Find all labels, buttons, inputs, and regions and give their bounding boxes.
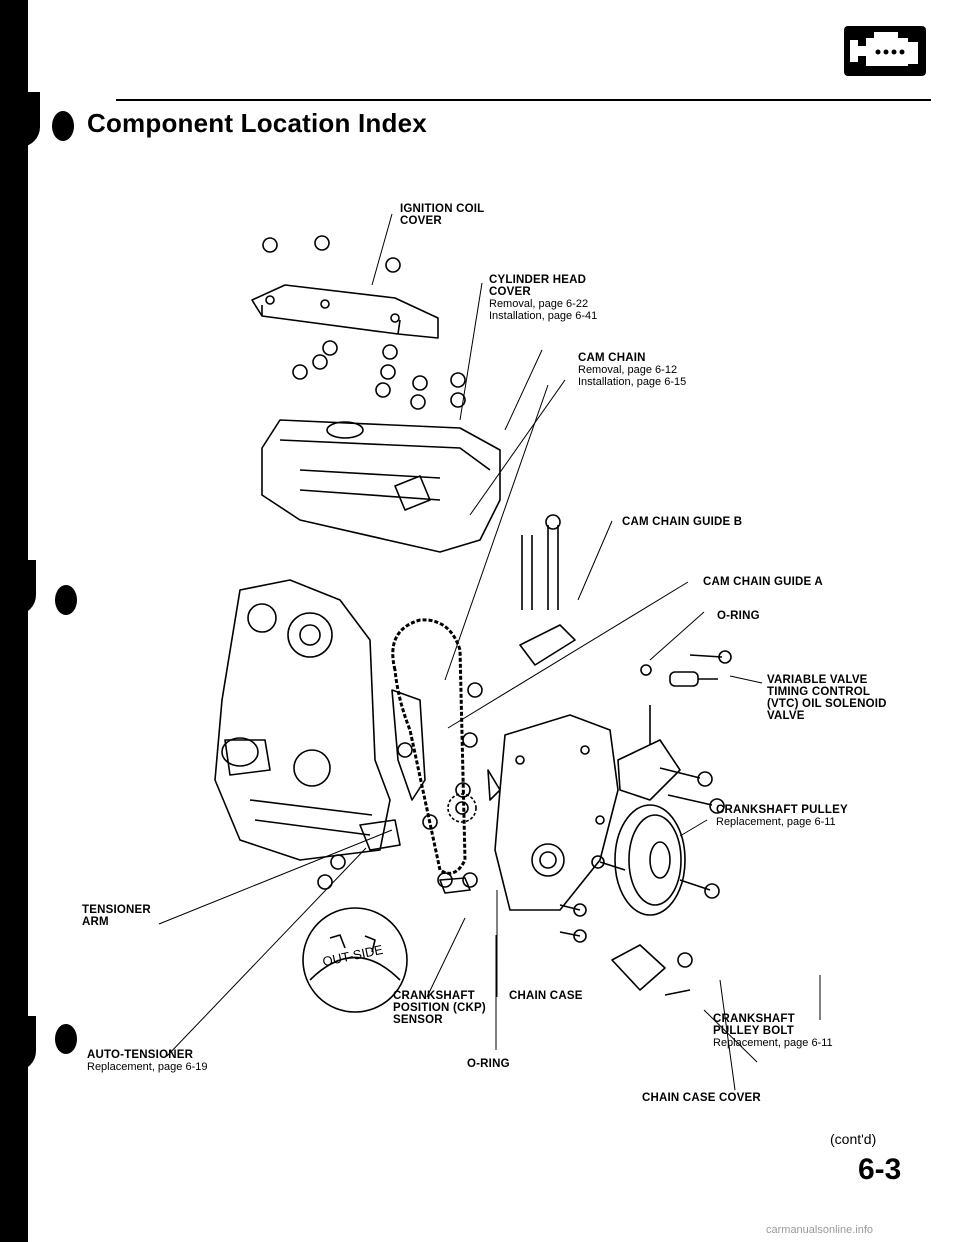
crankshaft-sprocket bbox=[447, 769, 501, 823]
vtc-bracket bbox=[617, 739, 681, 801]
engine-section-icon bbox=[844, 26, 926, 76]
spine-tab-top bbox=[10, 92, 40, 147]
label-ignition-coil-cover-text: IGNITION COIL COVER bbox=[400, 203, 485, 227]
sprocket-detail-circle bbox=[302, 907, 408, 1013]
label-chain-case: CHAIN CASE bbox=[509, 990, 583, 1002]
ignition-coil-cover bbox=[251, 284, 439, 339]
label-auto-tensioner-text: AUTO-TENSIONER bbox=[87, 1049, 194, 1061]
bolts bbox=[317, 682, 725, 968]
tensioner-arm bbox=[391, 689, 426, 801]
label-ckp-sensor: CRANKSHAFT POSITION (CKP) SENSOR bbox=[393, 990, 486, 1026]
label-auto-tensioner: AUTO-TENSIONER Replacement, page 6-19 bbox=[87, 1049, 207, 1073]
page-number: 6-3 bbox=[858, 1153, 902, 1186]
label-cylinder-head-cover: CYLINDER HEAD COVER Removal, page 6-22 I… bbox=[489, 274, 597, 322]
cover-nuts bbox=[262, 235, 466, 410]
chain-case bbox=[494, 714, 619, 911]
label-cylinder-head-cover-text: CYLINDER HEAD COVER bbox=[489, 274, 587, 298]
label-cam-chain-removal: Removal, page 6-12 bbox=[578, 364, 678, 376]
label-cam-chain-install: Installation, page 6-15 bbox=[578, 376, 687, 388]
label-ignition-coil-cover: IGNITION COIL COVER bbox=[400, 203, 484, 227]
label-crankshaft-pulley-bolt: CRANKSHAFT PULLEY BOLT Replacement, page… bbox=[713, 1013, 833, 1049]
vtc-oil-solenoid-valve bbox=[640, 650, 732, 687]
label-chain-case-cover: CHAIN CASE COVER bbox=[642, 1092, 761, 1104]
footer-watermark: carmanualsonline.info bbox=[766, 1224, 874, 1236]
label-o-ring-bottom: O-RING bbox=[467, 1058, 510, 1070]
continued-note: (cont'd) bbox=[830, 1131, 877, 1147]
label-crankshaft-pulley-bolt-replace: Replacement, page 6-11 bbox=[713, 1037, 833, 1049]
crankshaft-pulley bbox=[614, 804, 720, 916]
label-o-ring-top: O-RING bbox=[717, 610, 760, 622]
label-cam-chain: CAM CHAIN Removal, page 6-12 Installatio… bbox=[578, 352, 686, 388]
label-crankshaft-pulley-replace: Replacement, page 6-11 bbox=[716, 816, 836, 828]
label-cam-chain-guide-a: CAM CHAIN GUIDE A bbox=[703, 576, 823, 588]
title-bullet-icon bbox=[52, 111, 74, 141]
leader-lines bbox=[158, 213, 821, 1091]
label-vtc-valve: VARIABLE VALVE TIMING CONTROL (VTC) OIL … bbox=[767, 674, 887, 722]
chain-case-cover bbox=[611, 944, 666, 991]
label-auto-tensioner-replace: Replacement, page 6-19 bbox=[87, 1061, 208, 1073]
label-cylinder-head-cover-install: Installation, page 6-41 bbox=[489, 310, 598, 322]
label-cam-chain-text: CAM CHAIN bbox=[578, 352, 646, 364]
cylinder-head-cover bbox=[261, 419, 501, 553]
margin-bullet-icon bbox=[55, 1024, 77, 1054]
auto-tensioner bbox=[359, 819, 401, 851]
spine-tab-middle bbox=[6, 560, 36, 615]
label-crankshaft-pulley-bolt-text: CRANKSHAFT PULLEY BOLT bbox=[713, 1013, 795, 1037]
label-crankshaft-pulley: CRANKSHAFT PULLEY Replacement, page 6-11 bbox=[716, 804, 848, 828]
label-tensioner-arm: TENSIONER ARM bbox=[82, 904, 151, 928]
label-crankshaft-pulley-text: CRANKSHAFT PULLEY bbox=[716, 804, 848, 816]
cam-chain-guide-b bbox=[519, 624, 576, 666]
engine-block bbox=[214, 579, 391, 861]
label-cylinder-head-cover-removal: Removal, page 6-22 bbox=[489, 298, 589, 310]
cam-chain bbox=[391, 618, 467, 875]
label-cam-chain-guide-b: CAM CHAIN GUIDE B bbox=[622, 516, 743, 528]
margin-bullet-icon bbox=[55, 585, 77, 615]
ckp-sensor bbox=[439, 877, 471, 894]
spine-tab-bottom bbox=[6, 1016, 36, 1071]
title-rule bbox=[116, 99, 931, 101]
page-title: Component Location Index bbox=[87, 108, 427, 138]
